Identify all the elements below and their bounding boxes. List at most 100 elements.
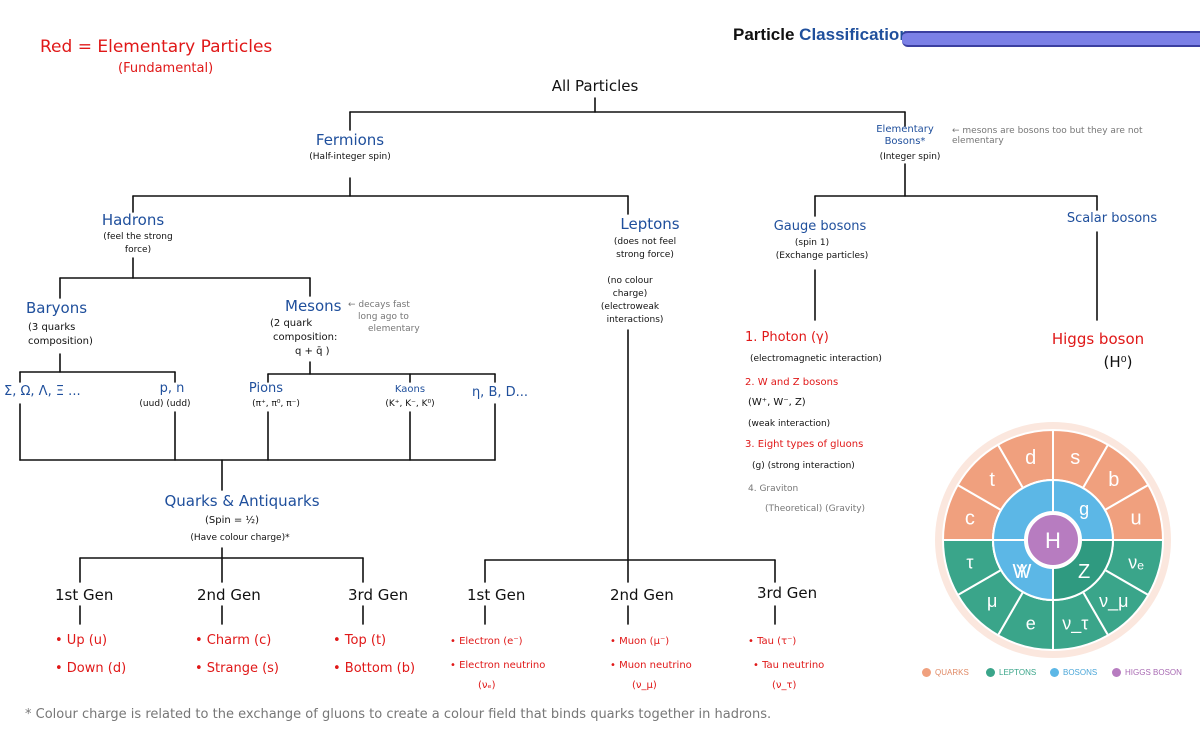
node-kaons: Kaons [394, 384, 426, 395]
mesons-side-note3: elementary [368, 324, 420, 334]
boson-letter-g: g [1079, 499, 1089, 519]
title-word-particle: Particle [733, 25, 795, 44]
hadrons-note2: force) [124, 245, 152, 255]
footnote: * Colour charge is related to the exchan… [25, 707, 772, 722]
lepton-letter-5: τ [966, 553, 973, 573]
node-proton-neutron: p, n [159, 381, 185, 396]
lepton-gen-2: 2nd Gen [610, 586, 674, 604]
title-word-classification: Classification [799, 25, 910, 44]
node-all-particles: All Particles [551, 77, 639, 95]
quark-gen-3: 3rd Gen [348, 586, 409, 604]
lepton-electron-neutrino: • Electron neutrino [450, 660, 546, 671]
gauge-wz: 2. W and Z bosons [745, 377, 839, 388]
node-leptons: Leptons [620, 215, 680, 233]
quark-letter-t: t [989, 469, 995, 491]
boson-sector-y [991, 539, 1054, 602]
legend-bosons-swatch [1050, 668, 1059, 677]
gauge-wz-symbols: (W⁺, W⁻, Z) [748, 397, 806, 408]
baryons-note2: composition) [28, 336, 93, 347]
node-baryons: Baryons [26, 299, 88, 317]
lepton-letter-4: μ [987, 591, 997, 611]
legend-quarks: QUARKS [922, 668, 969, 677]
legend-quarks-swatch [922, 668, 931, 677]
legend-higgs: HIGGS BOSON [1112, 668, 1182, 677]
mesons-note3: q + q̄ ) [295, 346, 330, 357]
node-baryon-list: Σ, Ω, Λ, Ξ ... [4, 384, 81, 399]
gauge-gluons: 3. Eight types of gluons [745, 439, 864, 450]
gauge-wz-note: (weak interaction) [748, 419, 831, 429]
higgs-center [1026, 513, 1080, 567]
quark-down: • Down (d) [55, 661, 127, 676]
node-elementary-bosons: Elementary Bosons* [876, 124, 934, 147]
node-mesons: Mesons [285, 297, 342, 315]
quark-top: • Top (t) [333, 633, 387, 648]
quark-strange: • Strange (s) [195, 661, 279, 676]
node-gauge-bosons: Gauge bosons [773, 219, 867, 234]
color-key-line2: (Fundamental) [118, 61, 214, 76]
quark-up: • Up (u) [55, 633, 108, 648]
higgs-symbol: (H⁰) [1103, 353, 1133, 371]
quark-gen-1: 1st Gen [55, 586, 114, 604]
lepton-tau: • Tau (τ⁻) [748, 636, 797, 647]
gauge-graviton-note: (Theoretical) (Gravity) [765, 504, 866, 514]
higgs-letter: H [1045, 528, 1061, 553]
bosons-note: (Integer spin) [879, 152, 941, 162]
hadrons-note1: (feel the strong [103, 232, 173, 242]
lepton-letter-3: e [1026, 613, 1036, 633]
lepton-tau-neutrino-symbol: (ν_τ) [772, 680, 797, 691]
lepton-electron: • Electron (e⁻) [450, 636, 523, 647]
boson-letter-z: Z [1078, 561, 1090, 583]
leptons-note2: strong force) [616, 250, 674, 260]
quark-letter-d: d [1025, 447, 1036, 469]
lepton-muon-neutrino-symbol: (ν_μ) [632, 680, 657, 691]
kaons-note: (K⁺, K⁻, K⁰) [385, 399, 435, 409]
legend-higgs-label: HIGGS BOSON [1125, 668, 1182, 677]
leptons-note1: (does not feel [613, 237, 677, 247]
lepton-muon: • Muon (μ⁻) [610, 636, 670, 647]
color-key-line1: Red = Elementary Particles [40, 37, 273, 57]
mesons-side-note2: long ago to [358, 312, 409, 322]
bosons-side-note: ← mesons are bosons too but they are not… [952, 126, 1143, 147]
boson-sector-1 [1052, 478, 1115, 541]
leptons-note5: (electroweak [600, 302, 660, 312]
quark-charm: • Charm (c) [195, 633, 272, 648]
leptons-note3: (no colour [607, 276, 653, 286]
legend-leptons-label: LEPTONS [999, 668, 1037, 677]
gauge-graviton: 4. Graviton [748, 484, 799, 494]
boson-sector-2 [1052, 539, 1115, 602]
quark-letter-u: u [1131, 508, 1142, 530]
quark-bottom: • Bottom (b) [333, 661, 416, 676]
boson-letter-w: W [1012, 561, 1031, 583]
lepton-letter-0: νₑ [1128, 553, 1144, 573]
mesons-note2: composition: [273, 332, 338, 343]
boson-letter-y: Y [1016, 561, 1028, 581]
node-hadrons: Hadrons [101, 211, 165, 229]
quark-letter-s: s [1070, 447, 1080, 469]
pions-note: (π⁺, π⁰, π⁻) [252, 399, 300, 409]
fermions-note: (Half-integer spin) [309, 152, 391, 162]
legend-bosons-label: BOSONS [1063, 668, 1098, 677]
lepton-tau-neutrino: • Tau neutrino [753, 660, 825, 671]
lepton-letter-1: ν_μ [1099, 591, 1128, 612]
legend-higgs-swatch [1112, 668, 1121, 677]
lepton-gen-1: 1st Gen [467, 586, 526, 604]
legend-quarks-label: QUARKS [935, 668, 969, 677]
boson-sector-g [991, 478, 1054, 541]
quark-letter-c: c [965, 508, 975, 530]
lepton-muon-neutrino: • Muon neutrino [610, 660, 692, 671]
legend-leptons: LEPTONS [986, 668, 1036, 677]
node-quarks: Quarks & Antiquarks [164, 492, 320, 510]
mesons-side-note1: ← decays fast [348, 300, 410, 310]
mesons-note1: (2 quark [270, 318, 313, 329]
leptons-note4: charge) [612, 289, 648, 299]
title-underline-bar [902, 31, 1200, 47]
gauge-note1: (spin 1) [794, 238, 830, 248]
quark-gen-2: 2nd Gen [197, 586, 261, 604]
pn-note: (uud) (udd) [139, 399, 191, 409]
node-scalar-bosons: Scalar bosons [1066, 211, 1158, 226]
quark-letter-b: b [1108, 469, 1119, 491]
node-pions: Pions [248, 381, 284, 396]
node-fermions: Fermions [315, 131, 385, 149]
